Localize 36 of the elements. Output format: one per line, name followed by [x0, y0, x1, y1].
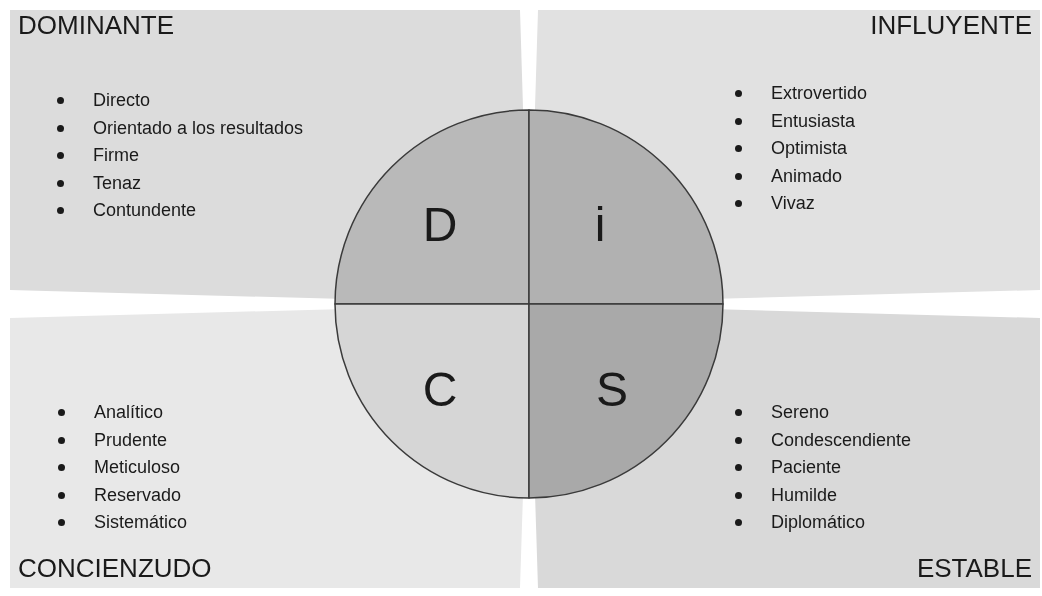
quadrant-letter: S	[596, 363, 628, 417]
quadrant-letter: D	[422, 198, 458, 252]
bullet-item: Sereno	[733, 401, 830, 423]
bullet-item: Prudente	[56, 428, 168, 451]
bullet-item: Directo	[55, 89, 150, 111]
bullet-item: Diplomático	[733, 511, 866, 533]
bullet-item: Vivaz	[733, 192, 815, 214]
circle-quadrant	[529, 304, 723, 498]
quadrant-heading: CONCIENZUDO	[18, 553, 212, 583]
bullet-item: Firme	[55, 144, 139, 166]
bullet-item: Sistemático	[56, 511, 188, 533]
quadrant-heading: DOMINANTE	[18, 10, 174, 40]
circle-quadrant	[335, 304, 529, 498]
circle-quadrant	[529, 110, 723, 304]
bullet-item: Analítico	[56, 401, 164, 423]
bullet-item: Contundente	[55, 199, 197, 221]
quadrant-letter: C	[422, 363, 458, 417]
bullet-item: Meticuloso	[56, 456, 181, 478]
quadrant-panel	[529, 10, 1040, 304]
quadrant-letter: i	[594, 198, 606, 252]
quadrant-heading: ESTABLE	[916, 553, 1032, 583]
bullet-item: Entusiasta	[733, 109, 856, 132]
quadrant-heading: INFLUYENTE	[870, 10, 1032, 40]
bullet-item: Paciente	[733, 456, 842, 478]
bullet-item: Optimista	[733, 137, 848, 159]
bullet-item: Reservado	[56, 483, 182, 506]
quadrant-panel	[10, 304, 529, 588]
bullet-item: Extrovertido	[733, 82, 868, 104]
quadrant-panel	[529, 304, 1040, 588]
quadrant-panel	[10, 10, 529, 304]
circle-quadrant	[335, 110, 529, 304]
bullet-item: Orientado a los resultados	[55, 116, 304, 139]
bullet-item: Condescendiente	[733, 428, 912, 451]
bullet-item: Humilde	[733, 483, 838, 506]
bullet-item: Tenaz	[55, 171, 142, 194]
bullet-item: Animado	[733, 164, 843, 187]
